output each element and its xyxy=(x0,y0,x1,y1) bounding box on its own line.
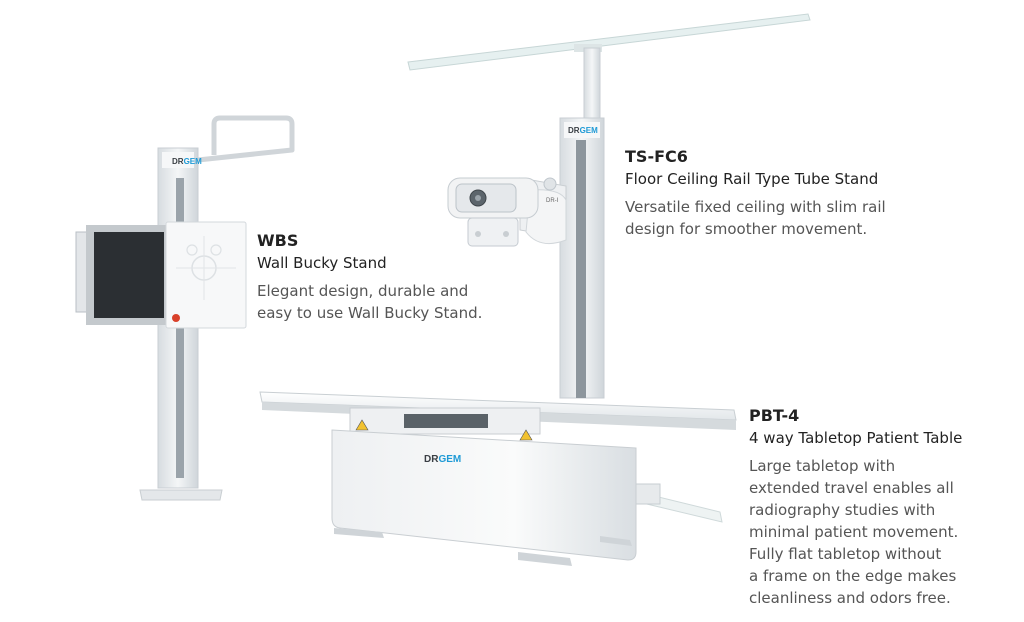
product-code: WBS xyxy=(257,231,299,250)
brand-logo-wbs: DRGEM xyxy=(172,157,202,166)
product-code: TS-FC6 xyxy=(625,147,688,166)
product-code: PBT-4 xyxy=(749,406,800,425)
product-name: 4 way Tabletop Patient Table xyxy=(749,429,963,447)
tube-arm-label: DR-I xyxy=(546,198,559,204)
callout-ts-fc6: TS-FC6 Floor Ceiling Rail Type Tube Stan… xyxy=(625,146,955,240)
brand-logo-table: DRGEM xyxy=(424,454,461,465)
callout-pbt-4: PBT-4 4 way Tabletop Patient Table Large… xyxy=(749,405,1019,609)
wall-bucky-stand xyxy=(75,115,295,501)
patient-table xyxy=(259,391,737,566)
callout-wbs: WBS Wall Bucky Stand Elegant design, dur… xyxy=(257,230,517,324)
product-description: Elegant design, durable and easy to use … xyxy=(257,282,483,322)
product-name: Floor Ceiling Rail Type Tube Stand xyxy=(625,170,879,188)
tube-stand xyxy=(407,13,811,399)
product-description: Versatile fixed ceiling with slim rail d… xyxy=(625,198,886,238)
product-description: Large tabletop with extended travel enab… xyxy=(749,457,959,607)
brand-logo-tube-stand: DRGEM xyxy=(568,126,598,135)
product-name: Wall Bucky Stand xyxy=(257,254,387,272)
